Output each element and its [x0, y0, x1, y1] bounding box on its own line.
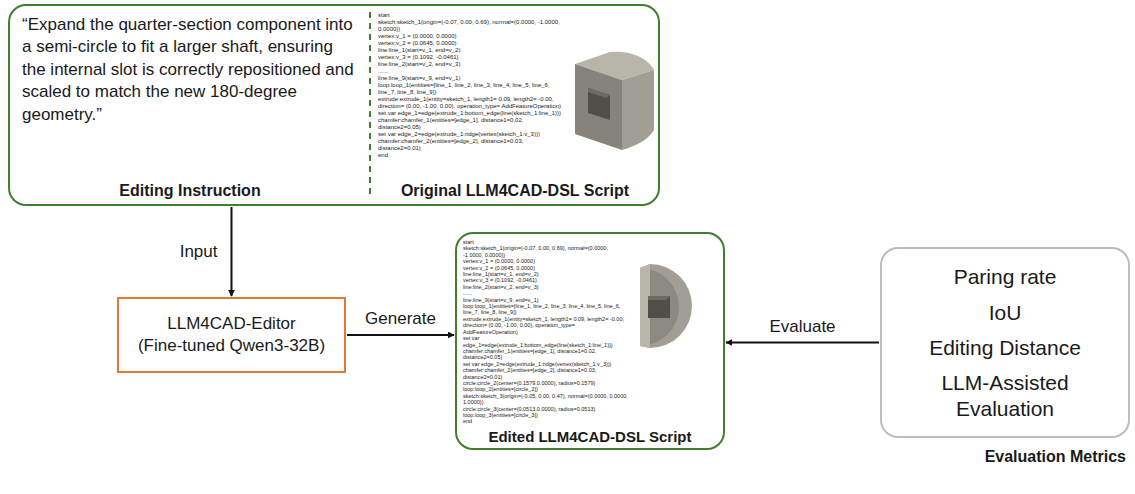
instruction-text: “Expand the quarter-section component in… [22, 14, 358, 126]
section-heading: Evaluation Metrics [985, 448, 1126, 466]
script-line: chamfer:chamfer_2(entities=[edge_2], dis… [463, 367, 628, 380]
script-line: line:line_9(start=v_9, end=v_1) [463, 297, 628, 303]
script-line: circle:circle_3(center=(0.0513,0.0000), … [463, 406, 628, 412]
script-line: loop:loop_2(entities=[circle_2]) [463, 386, 628, 392]
metric-item: Editing Distance [929, 335, 1081, 360]
script-line: set var edge_2=edge(extrude_1:ridge(vert… [463, 361, 628, 367]
text-group: Paring rateIoU Editing DistanceLLM-Assist… [892, 259, 1118, 426]
metric-item: LLM-Assisted Evaluation [920, 370, 1090, 420]
script-line: loop:loop_1(entities=[line_1, line_2, li… [463, 303, 628, 316]
script-line: line:line_2(start=v_2, end=v_3) [378, 61, 562, 68]
script-line: set var edge_2=edge(extrude_1:ridge(vert… [378, 131, 562, 138]
section-heading: Edited LLM4CAD-DSL Script [457, 428, 723, 445]
metric-item: IoU [989, 300, 1022, 325]
flow-arrow [231, 207, 233, 296]
script-line: start [463, 239, 628, 245]
part-hole [648, 296, 670, 318]
edited-part-render [640, 264, 692, 348]
flow-arrow [347, 334, 454, 336]
section-heading: Original LLM4CAD-DSL Script [372, 182, 658, 200]
model-box: LLM4CAD-Editor(Fine-tuned Qwen3-32B) [117, 297, 346, 373]
script-line: vertex:v_1 = (0.0000, 0.0000) [378, 33, 562, 40]
script-line: sketch:sketch_1(origin=(-0.07, 0.00, 0.6… [378, 19, 562, 33]
script-line: end [463, 418, 628, 424]
original-part-render [575, 52, 654, 150]
output-panel: startsketch:sketch_1(origin=(-0.07, 0.00… [455, 232, 725, 450]
script-line: vertex:v_1 = (0.0000, 0.0000) [463, 258, 628, 264]
script-line: chamfer:chamfer_1(entities=[edge_1], dis… [378, 117, 562, 131]
metric-item: Paring rate [954, 264, 1057, 289]
script-line: loop:loop_1(entities=[line_1, line_2, li… [378, 82, 562, 96]
part-hole [648, 296, 670, 300]
flow-arrow [726, 342, 879, 344]
script-line: ...... [378, 68, 562, 75]
text-group: Evaluation Metrics [985, 448, 1126, 466]
part-slot [588, 88, 610, 98]
script-line: sketch:sketch_1(origin=(-0.07, 0.00, 0.6… [463, 245, 628, 258]
text-group: Editing Instruction [10, 182, 370, 200]
edge-label: Input [178, 242, 220, 262]
part-face [575, 64, 622, 150]
script-line: vertex:v_3 = (0.1092, -0.0461) [378, 54, 562, 61]
script-line: sketch:sketch_3(origin=(-0.05, 0.00, 0.4… [463, 393, 628, 406]
text-group: Original LLM4CAD-DSL Script [372, 182, 658, 200]
script-line: line:line_1(start=v_1, end=v_2) [463, 271, 628, 277]
script-line: vertex:v_3 = (0.1092, -0.0461) [463, 277, 628, 283]
input-panel: “Expand the quarter-section component in… [8, 4, 660, 206]
part-face [622, 70, 654, 150]
script-line: start [378, 12, 562, 19]
script-line: line:line_2(start=v_2, end=v_3) [463, 284, 628, 290]
text-group: Edited LLM4CAD-DSL Script [457, 428, 723, 445]
script-line: set var edge_1=edge(extrude_1:bottom_edg… [378, 110, 562, 117]
script-line: set var edge_1=edge(extrude_1:bottom_edg… [463, 335, 628, 348]
metrics-box: Paring rateIoU Editing DistanceLLM-Assist… [880, 247, 1130, 438]
script-block: startsketch:sketch_1(origin=(-0.07, 0.00… [463, 239, 628, 425]
script-line: loop:loop_3(entities=[circle_3]) [463, 412, 628, 418]
text-group: “Expand the quarter-section component in… [22, 14, 358, 126]
section-heading: Editing Instruction [10, 182, 370, 200]
script-line: line:line_1(start=v_1, end=v_2) [378, 47, 562, 54]
script-line: chamfer:chamfer_1(entities=[edge_1], dis… [463, 348, 628, 361]
part-face [640, 264, 692, 348]
script-line: vertex:v_2 = (0.0645, 0.0000) [378, 40, 562, 47]
script-line: ...... [463, 290, 628, 296]
script-line: circle:circle_2(center=(0.1579,0.0000), … [463, 380, 628, 386]
model-name: (Fine-tuned Qwen3-32B) [138, 335, 325, 357]
script-line: extrude:extrude_1(entity=sketch_1, lengt… [378, 96, 562, 110]
model-name: LLM4CAD-Editor [138, 313, 325, 335]
part-slot [588, 88, 610, 120]
script-line: extrude:extrude_1(entity=sketch_1, lengt… [463, 316, 628, 335]
divider-line [369, 12, 371, 198]
script-line: vertex:v_2 = (0.0645, 0.0000) [463, 265, 628, 271]
script-block: startsketch:sketch_1(origin=(-0.07, 0.00… [378, 12, 562, 159]
edge-label: Generate [363, 309, 438, 329]
script-line: end [378, 152, 562, 159]
script-line: chamfer:chamfer_2(entities=[edge_2], dis… [378, 138, 562, 152]
text-group: LLM4CAD-Editor(Fine-tuned Qwen3-32B) [138, 313, 325, 357]
edge-label: Evaluate [767, 317, 837, 337]
script-line: line:line_9(start=v_9, end=v_1) [378, 75, 562, 82]
